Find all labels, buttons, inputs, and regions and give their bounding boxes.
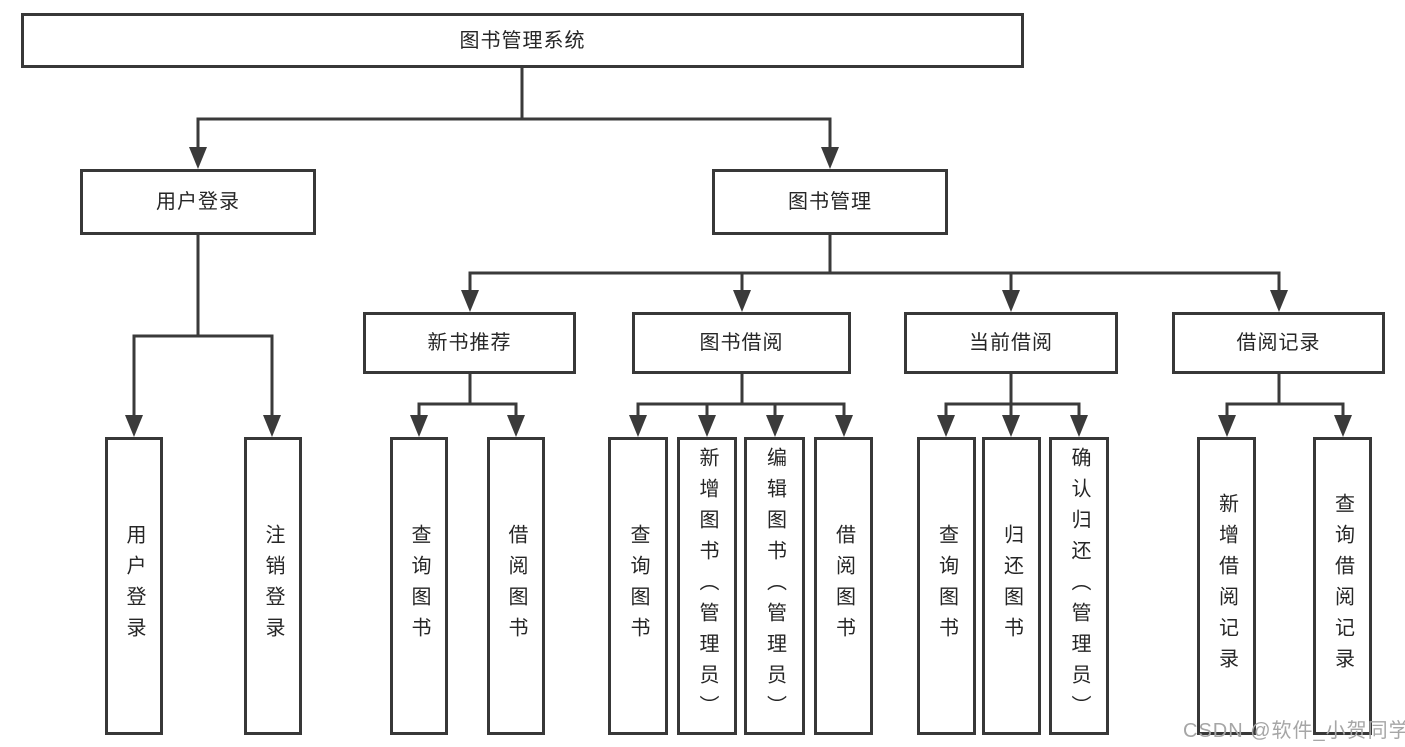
- leaf-confirm-return-admin: 确认归还（管理员）: [1049, 437, 1109, 735]
- node-current-borrow: 当前借阅: [904, 312, 1118, 374]
- leaf-recommend-borrow-books: 借阅图书: [487, 437, 545, 735]
- leaf-edit-book-admin: 编辑图书（管理员）: [744, 437, 805, 735]
- leaf-borrow-books: 借阅图书: [814, 437, 873, 735]
- leaf-add-borrow-record: 新增借阅记录: [1197, 437, 1256, 735]
- leaf-return-books: 归还图书: [982, 437, 1041, 735]
- node-book-borrow: 图书借阅: [632, 312, 851, 374]
- node-new-book-recommend: 新书推荐: [363, 312, 576, 374]
- node-borrow-records: 借阅记录: [1172, 312, 1385, 374]
- leaf-current-query-books: 查询图书: [917, 437, 976, 735]
- leaf-borrow-query-books: 查询图书: [608, 437, 668, 735]
- csdn-watermark: CSDN @软件_小贺同学: [1183, 720, 1405, 742]
- leaf-logout: 注销登录: [244, 437, 302, 735]
- leaf-user-login: 用户登录: [105, 437, 163, 735]
- node-book-management: 图书管理: [712, 169, 948, 235]
- leaf-query-borrow-record: 查询借阅记录: [1313, 437, 1372, 735]
- node-root-library-system: 图书管理系统: [21, 13, 1024, 68]
- leaf-recommend-query-books: 查询图书: [390, 437, 448, 735]
- leaf-add-book-admin: 新增图书（管理员）: [677, 437, 737, 735]
- node-user-login: 用户登录: [80, 169, 316, 235]
